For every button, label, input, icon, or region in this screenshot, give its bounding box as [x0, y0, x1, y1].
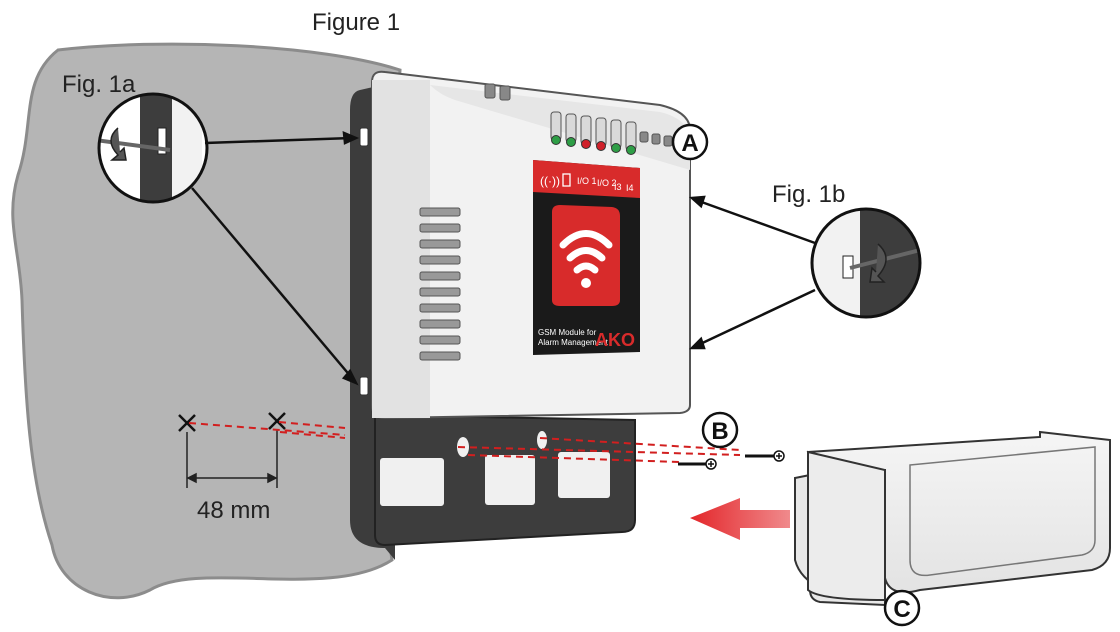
- callout-b: B: [711, 418, 728, 445]
- rotate-arrow-icon: [869, 243, 887, 283]
- indicator-label-i4: I4: [626, 183, 634, 193]
- cover-body: [806, 430, 1111, 594]
- indicator-label-io1: I/O 1: [577, 176, 597, 186]
- status-led: [551, 135, 561, 145]
- screws: [678, 450, 785, 470]
- indicator-label-i3: I3: [614, 182, 622, 192]
- status-led: [626, 145, 636, 155]
- rotate-arrow-icon: [109, 127, 127, 161]
- detail-1a-ring: [97, 92, 209, 204]
- indicator-label-io2: I/O 2: [597, 178, 617, 188]
- signal-icon: ((·)): [540, 174, 560, 188]
- wifi-logo-tile: [552, 205, 620, 306]
- device: ((·)) I/O 1 I/O 2 I3 I4 GSM Module for A…: [350, 70, 691, 560]
- callout-c-circle: [883, 589, 921, 627]
- mount-slot-bottom: [359, 376, 369, 396]
- wifi-icon: [559, 230, 613, 274]
- mount-slot-top: [359, 127, 369, 147]
- base-cutout-2: [485, 455, 535, 505]
- screw-slot-2: [537, 431, 547, 449]
- detail-1b: [810, 207, 922, 319]
- dimension-label: 48 mm: [197, 497, 270, 524]
- detail-1b-ring: [810, 207, 922, 319]
- dimension-lines: [186, 430, 278, 488]
- detail-1a: [97, 92, 209, 204]
- cover-side: [807, 450, 886, 602]
- wifi-dot-icon: [581, 278, 591, 288]
- insert-direction-arrow: [690, 498, 790, 540]
- fig-1a-label: Fig. 1a: [62, 71, 136, 98]
- panel-red-strip: [533, 160, 640, 198]
- callout-b-circle: [701, 411, 739, 449]
- cover: [794, 430, 1111, 607]
- battery-icon: [562, 173, 571, 187]
- base-cutout-1: [380, 458, 444, 506]
- product-line-2: Alarm Management: [538, 338, 609, 347]
- leader-lines: [191, 131, 816, 386]
- status-led: [611, 143, 621, 153]
- status-leds: [550, 111, 637, 155]
- housing-side-face: [372, 80, 430, 418]
- callout-a: A: [681, 130, 698, 157]
- status-led: [581, 139, 591, 149]
- front-panel: ((·)) I/O 1 I/O 2 I3 I4 GSM Module for A…: [533, 160, 640, 355]
- figure-title: Figure 1: [312, 9, 400, 36]
- drill-marks: [178, 412, 286, 432]
- status-led: [596, 141, 606, 151]
- cover-inner-edge: [909, 446, 1096, 577]
- product-line-1: GSM Module for: [538, 328, 597, 337]
- side-vents: [419, 207, 461, 361]
- base-cutout-3: [558, 452, 610, 498]
- status-led: [566, 137, 576, 147]
- fig-1b-label: Fig. 1b: [772, 181, 845, 208]
- alignment-guides: [188, 421, 741, 463]
- callout-a-circle: [671, 123, 709, 161]
- callout-c: C: [893, 596, 910, 623]
- top-vents: [484, 83, 673, 147]
- brand-logo: AKO: [595, 330, 635, 350]
